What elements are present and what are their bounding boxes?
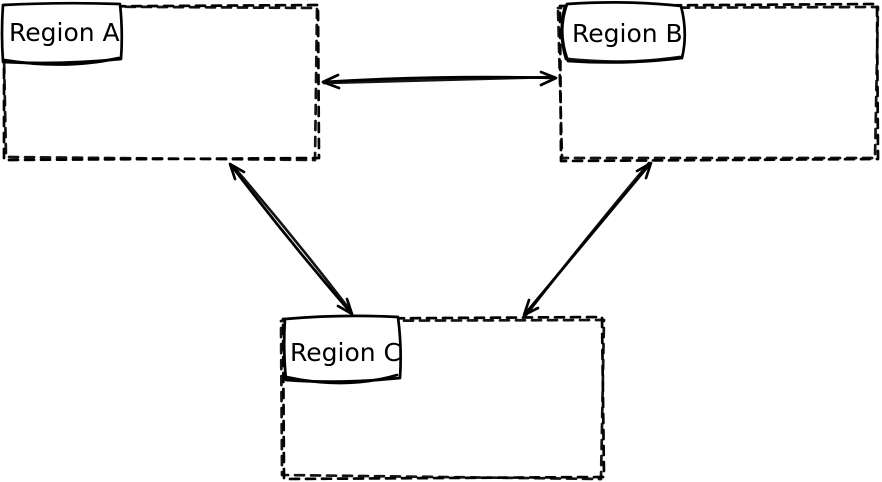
- region-c-label-box-sketch-stroke: [284, 373, 399, 385]
- region-b-dashed-border-second-pass: [556, 5, 880, 160]
- edge-a-c-shaft: [229, 163, 353, 315]
- region-b-label-box-sketch-stroke: [560, 4, 568, 61]
- region-c-label: Region C: [290, 338, 401, 367]
- region-a-label: Region A: [9, 18, 120, 47]
- edge-a-c-shaft-second-pass: [231, 164, 352, 312]
- region-a-dashed-border: [2, 3, 321, 162]
- region-a-dashed-border-second-pass: [1, 4, 319, 162]
- edge-a-b-shaft-second-pass: [322, 75, 556, 85]
- edge-a-c-arrowhead-bottom-icon: [336, 297, 354, 316]
- region-c-dashed-border: [281, 315, 606, 481]
- edge-region-b-region-c[interactable]: [522, 161, 653, 317]
- edge-b-c-arrowhead-top-icon: [635, 161, 653, 180]
- region-b-label: Region B: [572, 19, 683, 48]
- region-c-dashed-border-second-pass: [279, 318, 606, 481]
- edge-a-b-arrowhead-left-icon: [321, 73, 341, 90]
- region-a-label-box: [0, 1, 124, 65]
- node-region-b[interactable]: Region B: [556, 1, 880, 163]
- edge-region-a-region-b[interactable]: [321, 70, 558, 90]
- edge-region-a-region-c[interactable]: [228, 162, 354, 316]
- region-a-label-box-sketch-stroke: [2, 56, 121, 66]
- node-region-c[interactable]: Region C: [279, 314, 606, 481]
- edge-b-c-arrowhead-bottom-icon: [522, 298, 540, 317]
- region-b-label-box-sketch-stroke-2: [566, 55, 682, 63]
- region-c-label-box: [282, 314, 403, 383]
- edge-b-c-shaft-second-pass: [524, 161, 651, 317]
- edge-a-b-arrowhead-right-icon: [539, 70, 558, 87]
- edge-a-c-arrowhead-top-icon: [228, 162, 246, 181]
- node-region-a[interactable]: Region A: [0, 1, 321, 162]
